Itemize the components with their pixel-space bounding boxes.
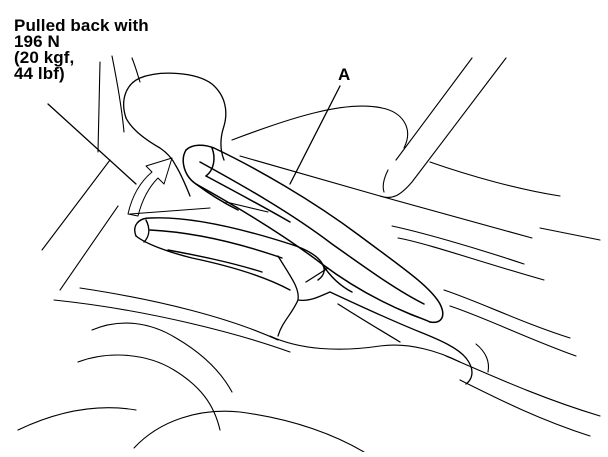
console-outline [17,55,601,453]
part-a-leader-line [289,85,341,185]
brake-lever-raised [182,144,444,324]
callout-line-1: Pulled back with [14,16,149,35]
brake-lever-lowered [134,217,325,291]
center-tunnel [277,255,473,385]
pull-direction-arrow [127,157,173,217]
force-callout: Pulled back with 196 N (20 kgf, 44 lbf) [14,16,149,83]
callout-leaders [47,85,341,185]
callout-line-3: (20 kgf, [14,48,75,67]
callout-line-2: 196 N [14,32,60,51]
force-leader-line [47,103,137,185]
part-label-a: A [338,65,351,84]
callout-line-4: 44 lbf) [14,64,65,83]
